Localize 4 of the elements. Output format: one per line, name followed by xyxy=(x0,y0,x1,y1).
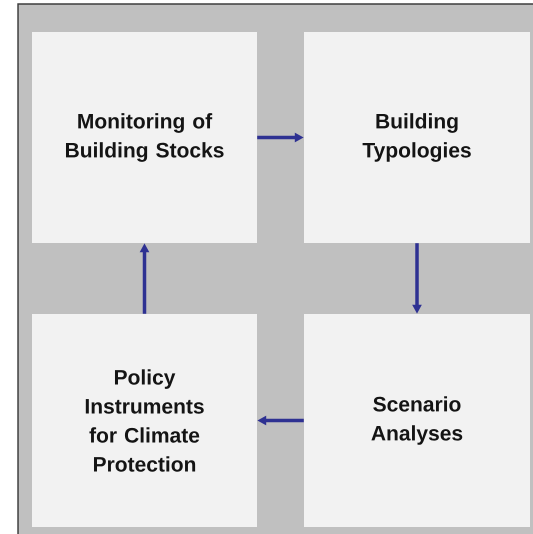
process-box: Building Typologies xyxy=(304,32,530,243)
process-box: Scenario Analyses xyxy=(304,314,530,527)
process-box: Policy Instruments for Climate Protection xyxy=(32,314,257,527)
process-box: Monitoring of Building Stocks xyxy=(32,32,257,243)
